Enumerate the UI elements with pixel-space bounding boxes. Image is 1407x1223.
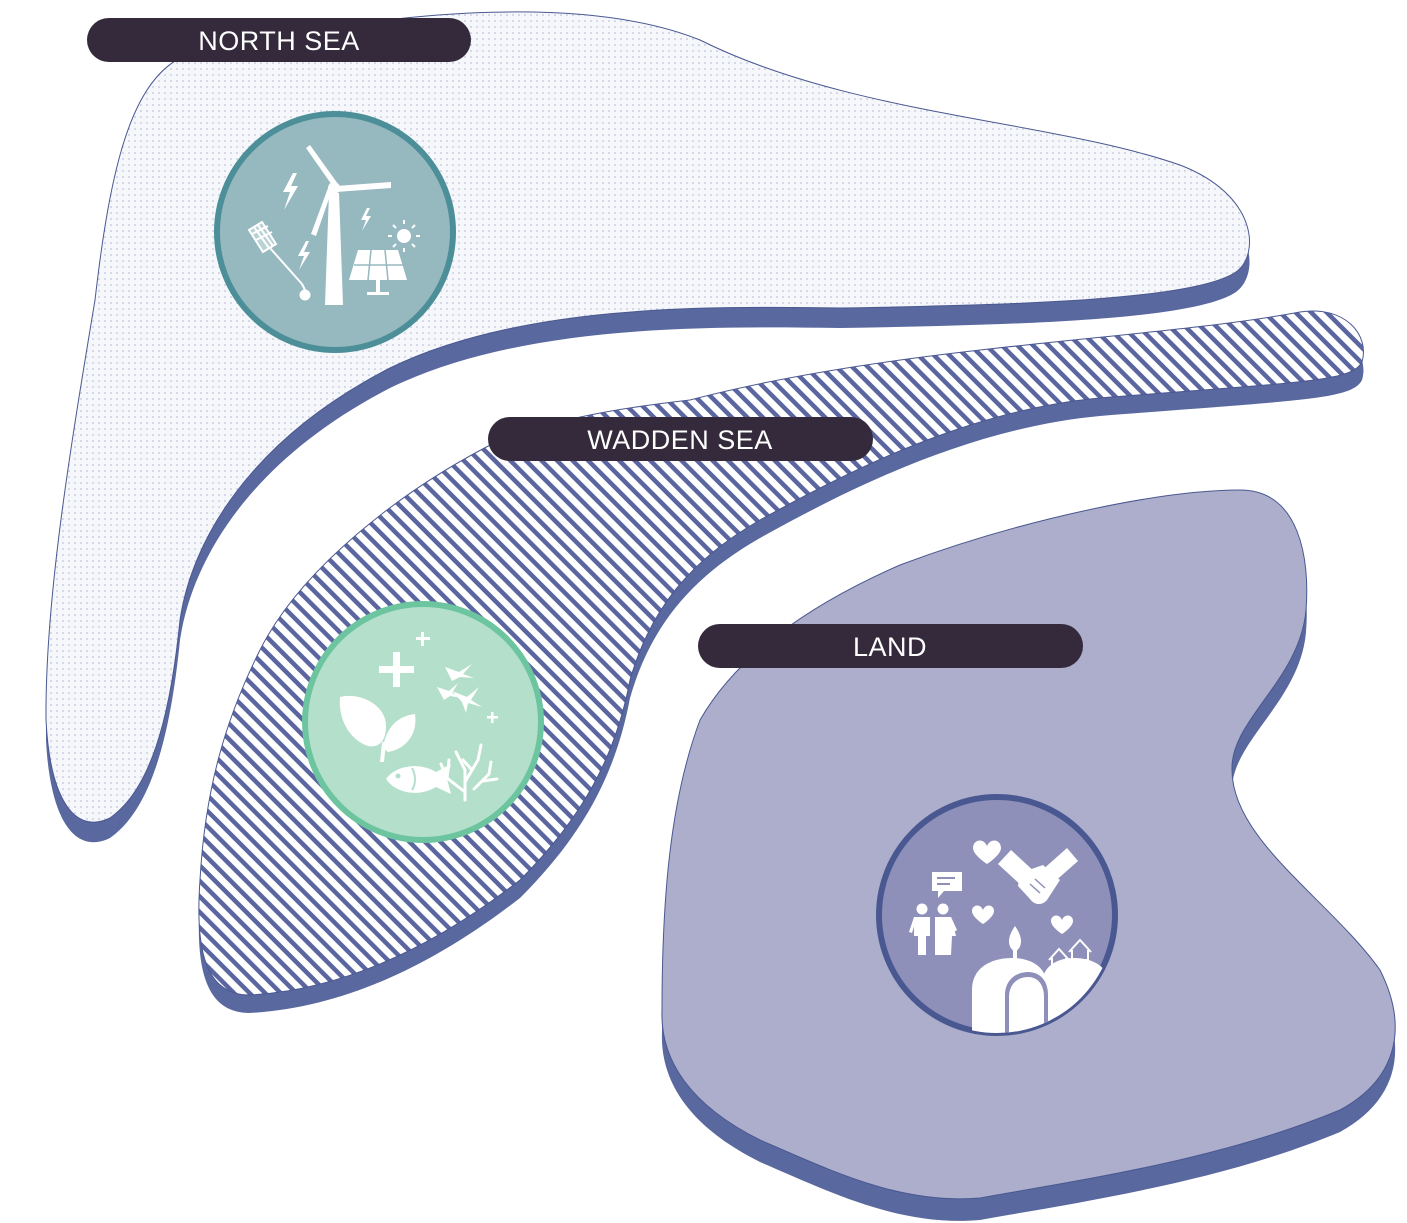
wadden-sea-label: WADDEN SEA (488, 417, 873, 461)
energy-icon-circle (217, 114, 453, 350)
nature-icon-circle (305, 604, 541, 840)
land-label: LAND (698, 624, 1083, 668)
land-label-text: LAND (853, 632, 927, 662)
wadden-sea-label-text: WADDEN SEA (587, 425, 773, 455)
north-sea-label-text: NORTH SEA (198, 26, 360, 56)
north-sea-label: NORTH SEA (87, 18, 471, 62)
